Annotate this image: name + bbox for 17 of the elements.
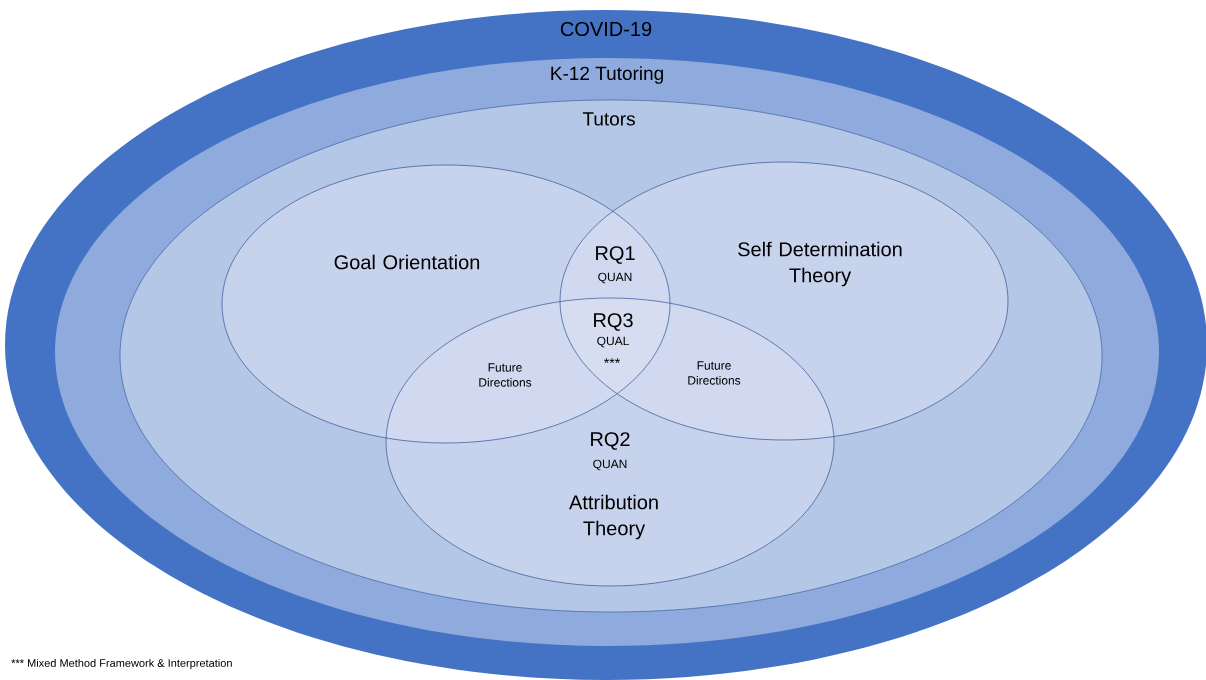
region-label: QUAN <box>598 272 632 284</box>
footnote: *** Mixed Method Framework & Interpretation <box>11 658 232 670</box>
node-label: Self Determination Theory <box>738 241 902 287</box>
region-label: RQ3 <box>594 313 633 331</box>
node-label: Tutors <box>582 112 635 126</box>
node-label: QUAN <box>593 459 627 471</box>
region-label: Future Directions <box>688 361 741 385</box>
region-label: *** <box>604 358 620 364</box>
region-label: Future Directions <box>479 363 532 387</box>
node-label: K-12 Tutoring <box>551 66 663 84</box>
region-label: QUAL <box>597 336 629 348</box>
region-label: RQ1 <box>596 246 635 264</box>
venn-circle <box>385 297 835 587</box>
node-label: COVID-19 <box>560 21 652 37</box>
node-label: RQ2 <box>591 432 630 450</box>
node-label: Attribution Theory <box>569 494 658 540</box>
node-label: Goal Orientation <box>334 254 480 270</box>
